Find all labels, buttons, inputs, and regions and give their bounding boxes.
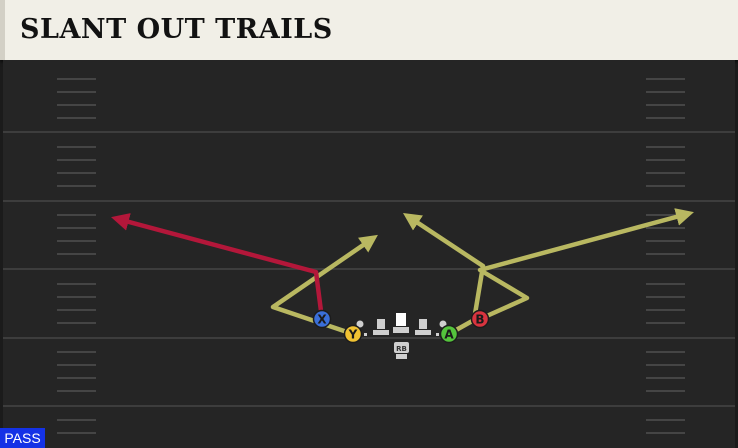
lineman-marker-icon xyxy=(415,319,431,335)
player-a: A xyxy=(439,324,459,344)
route-x xyxy=(111,213,325,322)
player-x: X xyxy=(312,309,332,329)
hash-marks-right xyxy=(646,78,685,434)
lineman-marker-icon xyxy=(356,320,367,336)
center-marker-icon xyxy=(393,313,409,333)
lineman-marker-icon xyxy=(436,320,447,336)
player-rb-label: RB xyxy=(396,345,407,353)
player-b: B xyxy=(470,309,490,329)
hash-marks-left xyxy=(57,78,96,434)
player-rb: RB xyxy=(394,342,409,359)
yard-lines xyxy=(3,131,735,407)
route-a xyxy=(402,213,486,337)
lineman-marker-icon xyxy=(373,319,389,335)
play-title: SLANT OUT TRAILS xyxy=(20,14,333,45)
player-b-label: B xyxy=(475,313,484,327)
player-y-label: Y xyxy=(348,328,358,342)
play-type-badge: PASS xyxy=(0,428,45,448)
route-b xyxy=(477,208,694,322)
player-a-label: A xyxy=(444,328,454,342)
player-y: Y xyxy=(343,324,363,344)
title-accent xyxy=(0,0,5,60)
title-bar: SLANT OUT TRAILS xyxy=(0,0,738,60)
offensive-line xyxy=(356,313,447,336)
player-x-label: X xyxy=(317,313,327,327)
field-surface xyxy=(3,60,735,448)
